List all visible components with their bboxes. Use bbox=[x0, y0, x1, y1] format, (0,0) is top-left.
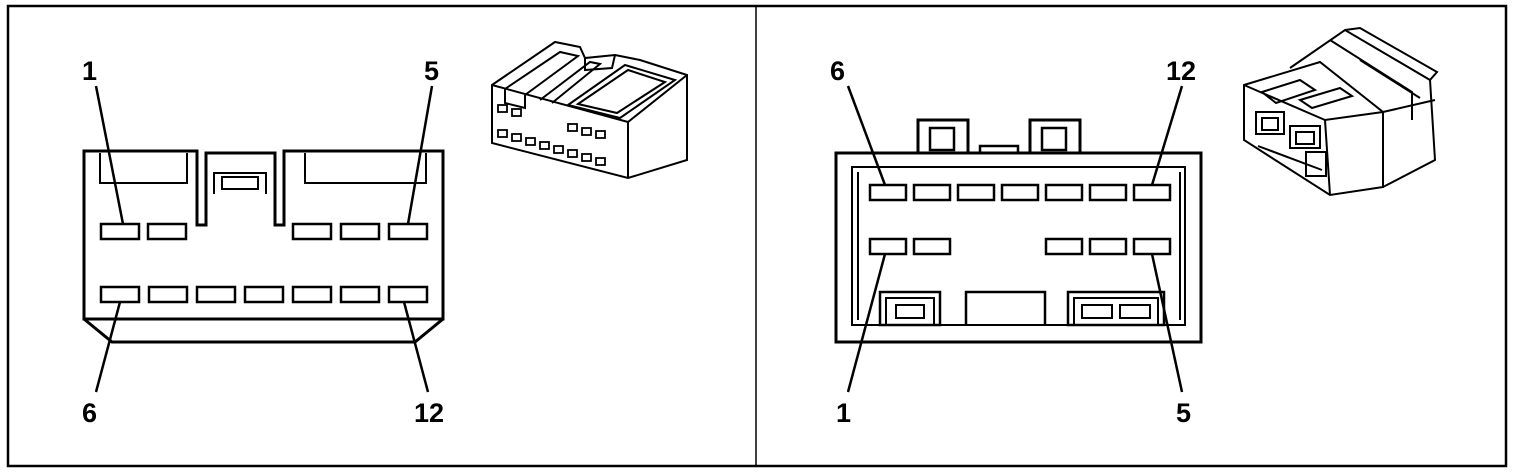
left-connector-isometric bbox=[491, 40, 688, 180]
right-label-pin-6: 6 bbox=[830, 56, 846, 86]
right-leader-5 bbox=[1150, 253, 1184, 393]
right-pin-7 bbox=[912, 183, 952, 202]
right-pin-12 bbox=[1132, 183, 1172, 202]
left-label-pin-6: 6 bbox=[82, 398, 98, 428]
right-pin-4 bbox=[1088, 237, 1128, 256]
right-label-pin-12: 12 bbox=[1166, 56, 1197, 86]
right-pin-11 bbox=[1088, 183, 1128, 202]
left-pin-9 bbox=[243, 285, 285, 304]
left-pin-5 bbox=[387, 222, 429, 241]
right-label-pin-5: 5 bbox=[1176, 398, 1192, 428]
left-pin-3 bbox=[291, 222, 333, 241]
right-leader-1 bbox=[846, 253, 887, 393]
right-leader-6 bbox=[846, 85, 887, 186]
figure-frame bbox=[6, 4, 1508, 468]
right-pin-3 bbox=[1044, 237, 1084, 256]
left-pin-6 bbox=[99, 285, 141, 304]
left-pin-2 bbox=[146, 222, 188, 241]
right-leader-12 bbox=[1150, 85, 1184, 186]
left-pin-7 bbox=[147, 285, 189, 304]
left-leader-5 bbox=[406, 85, 434, 225]
left-pin-11 bbox=[339, 285, 381, 304]
left-pin-10 bbox=[291, 285, 333, 304]
right-connector-isometric bbox=[1243, 26, 1439, 197]
right-pin-5 bbox=[1132, 237, 1172, 256]
left-label-pin-5: 5 bbox=[424, 56, 440, 86]
right-pin-2 bbox=[912, 237, 952, 256]
left-pin-8 bbox=[195, 285, 237, 304]
right-pin-6 bbox=[868, 183, 908, 202]
left-leader-1 bbox=[94, 85, 125, 225]
left-label-pin-1: 1 bbox=[82, 56, 98, 86]
left-leader-12 bbox=[402, 301, 430, 393]
right-pin-10 bbox=[1044, 183, 1084, 202]
left-leader-6 bbox=[94, 301, 122, 393]
left-connector-face bbox=[82, 85, 445, 393]
right-pin-1 bbox=[868, 237, 908, 256]
left-pin-1 bbox=[99, 222, 141, 241]
left-label-pin-12: 12 bbox=[414, 398, 445, 428]
right-pin-9 bbox=[1000, 183, 1040, 202]
right-label-pin-1: 1 bbox=[836, 398, 852, 428]
left-pin-12 bbox=[387, 285, 429, 304]
right-connector-face bbox=[834, 85, 1203, 393]
left-pin-4 bbox=[339, 222, 381, 241]
right-pin-8 bbox=[956, 183, 996, 202]
